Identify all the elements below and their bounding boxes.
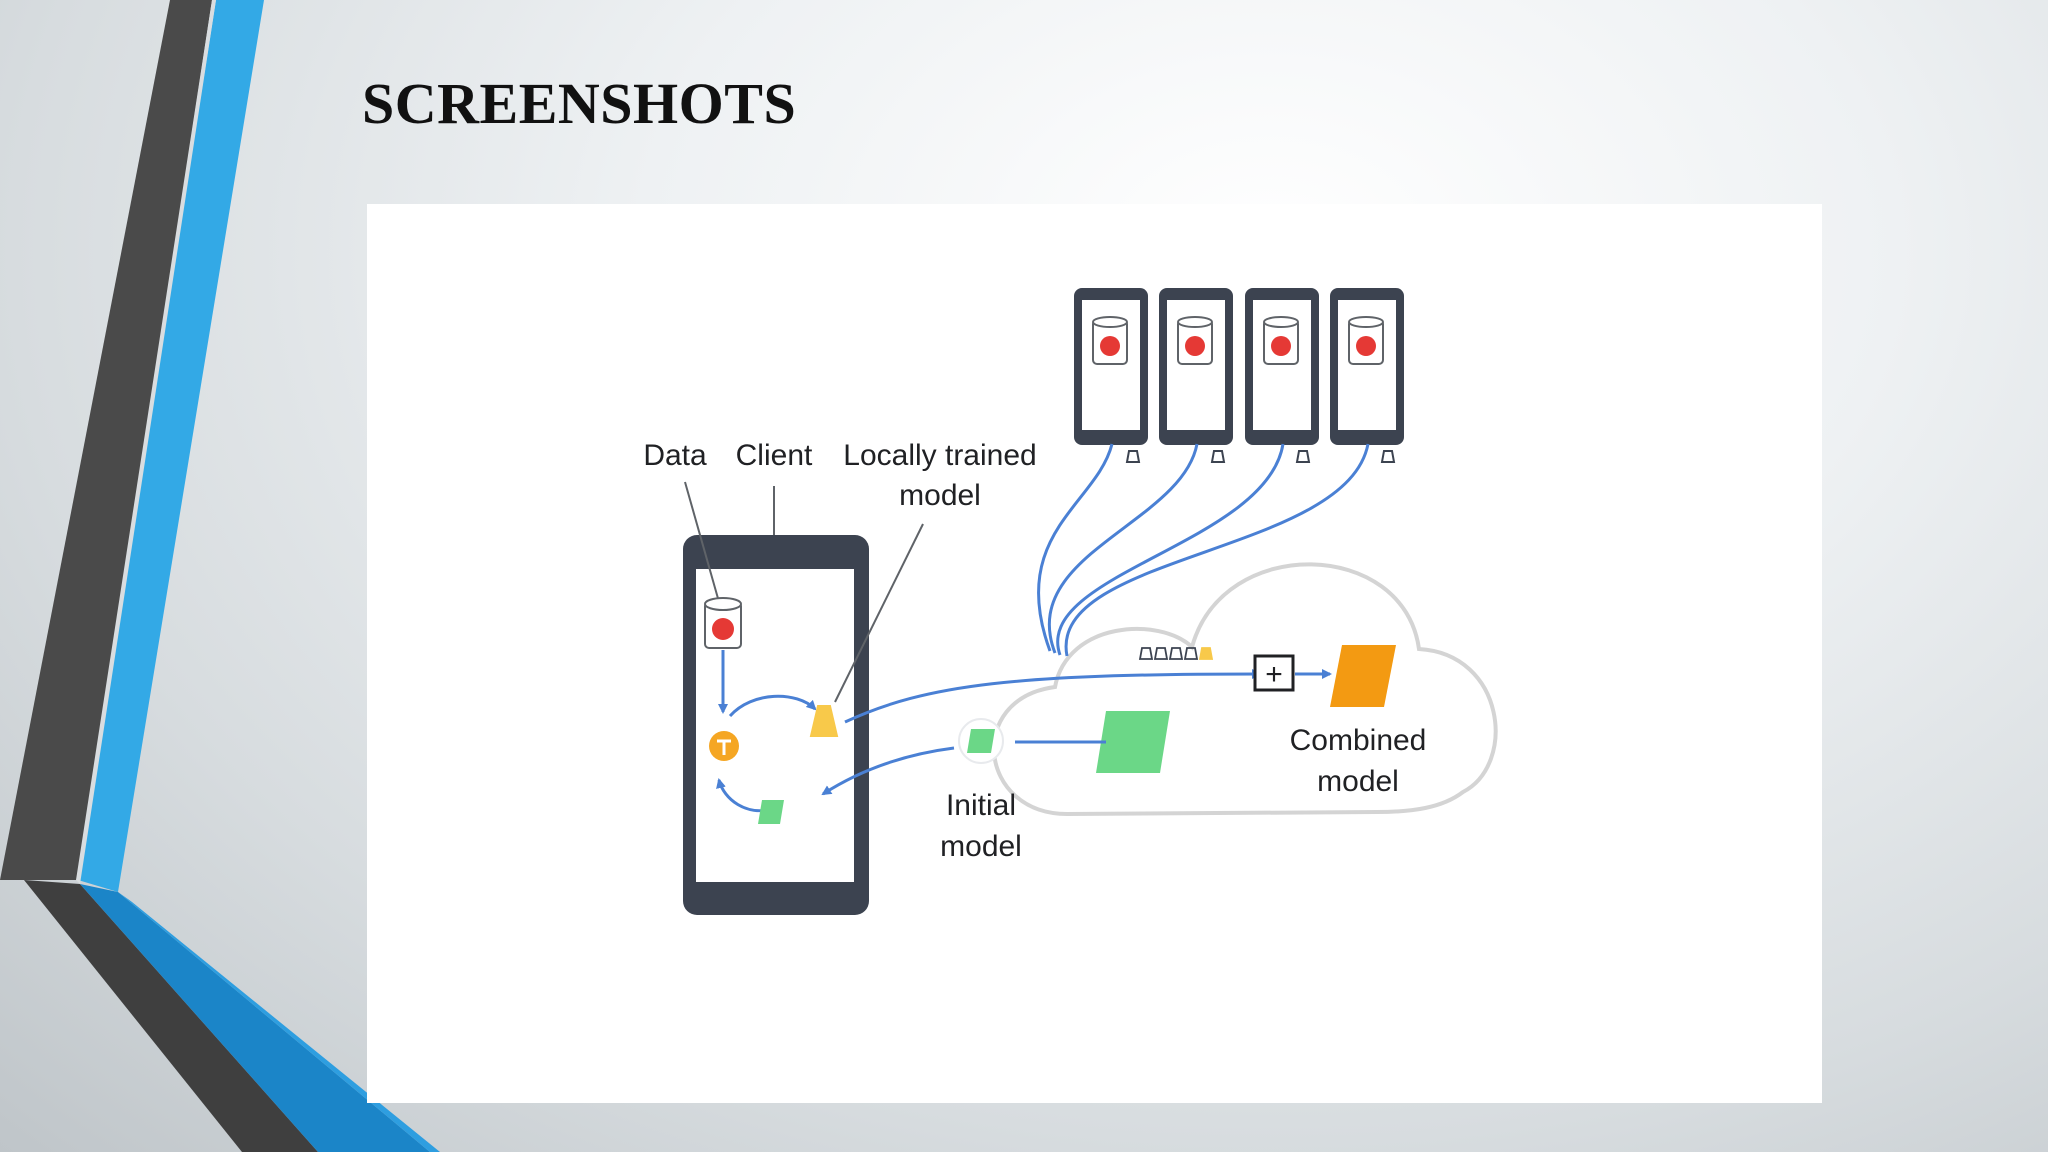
decor-blue-bar xyxy=(78,0,264,892)
label-client: Client xyxy=(736,439,813,472)
cloud-icon xyxy=(991,562,1498,817)
slide-title: SCREENSHOTS xyxy=(362,71,797,136)
locally-trained-leader-line xyxy=(834,523,924,703)
label-initial-line1: Initial xyxy=(946,789,1016,822)
decor-dark-bottom xyxy=(24,880,318,1152)
database-icon xyxy=(1263,316,1299,365)
queued-updates xyxy=(1138,647,1214,660)
data-leader-line xyxy=(684,481,720,603)
label-locally-trained-line1: Locally trained xyxy=(843,439,1036,472)
model-update-icon xyxy=(1295,450,1311,463)
aggregate-plus-symbol: + xyxy=(1265,658,1283,691)
database-icon xyxy=(1348,316,1384,365)
diagram-panel: + Data Client Locally trained model Init… xyxy=(367,204,1822,1103)
label-data: Data xyxy=(643,439,707,472)
database-icon xyxy=(1092,316,1128,365)
federated-learning-diagram: + Data Client Locally trained model Init… xyxy=(643,288,1498,915)
decor-light-stripe xyxy=(76,0,216,884)
training-arc-top xyxy=(728,694,817,718)
initial-model-icon xyxy=(967,729,995,753)
decor-blue-light xyxy=(118,892,440,1152)
label-combined-line2: model xyxy=(1317,765,1399,798)
model-update-icon xyxy=(1125,450,1141,463)
aggregate-plus-icon xyxy=(1253,654,1295,692)
database-icon xyxy=(1177,316,1213,365)
client-phone-3 xyxy=(1245,288,1319,463)
combined-model-icon xyxy=(1330,645,1396,707)
label-initial-line2: model xyxy=(940,830,1022,863)
upload-curves xyxy=(1037,443,1370,657)
decor-dark-bar xyxy=(0,0,212,880)
client-phone-4 xyxy=(1330,288,1404,463)
upload-arrow xyxy=(844,669,1262,724)
initial-model-icon xyxy=(758,800,784,824)
label-combined-line1: Combined xyxy=(1290,724,1427,757)
client-phone-2 xyxy=(1159,288,1233,463)
client-phone-1 xyxy=(1074,288,1148,463)
database-icon xyxy=(704,597,742,649)
decor-blue-bottom xyxy=(80,884,430,1152)
label-locally-trained-line2: model xyxy=(899,479,981,512)
initial-model-icon xyxy=(1096,711,1170,773)
download-arrow xyxy=(821,746,955,796)
model-update-icon xyxy=(1210,450,1226,463)
main-client-phone xyxy=(683,535,869,915)
locally-trained-model-icon xyxy=(809,705,839,737)
model-update-icon xyxy=(1380,450,1396,463)
